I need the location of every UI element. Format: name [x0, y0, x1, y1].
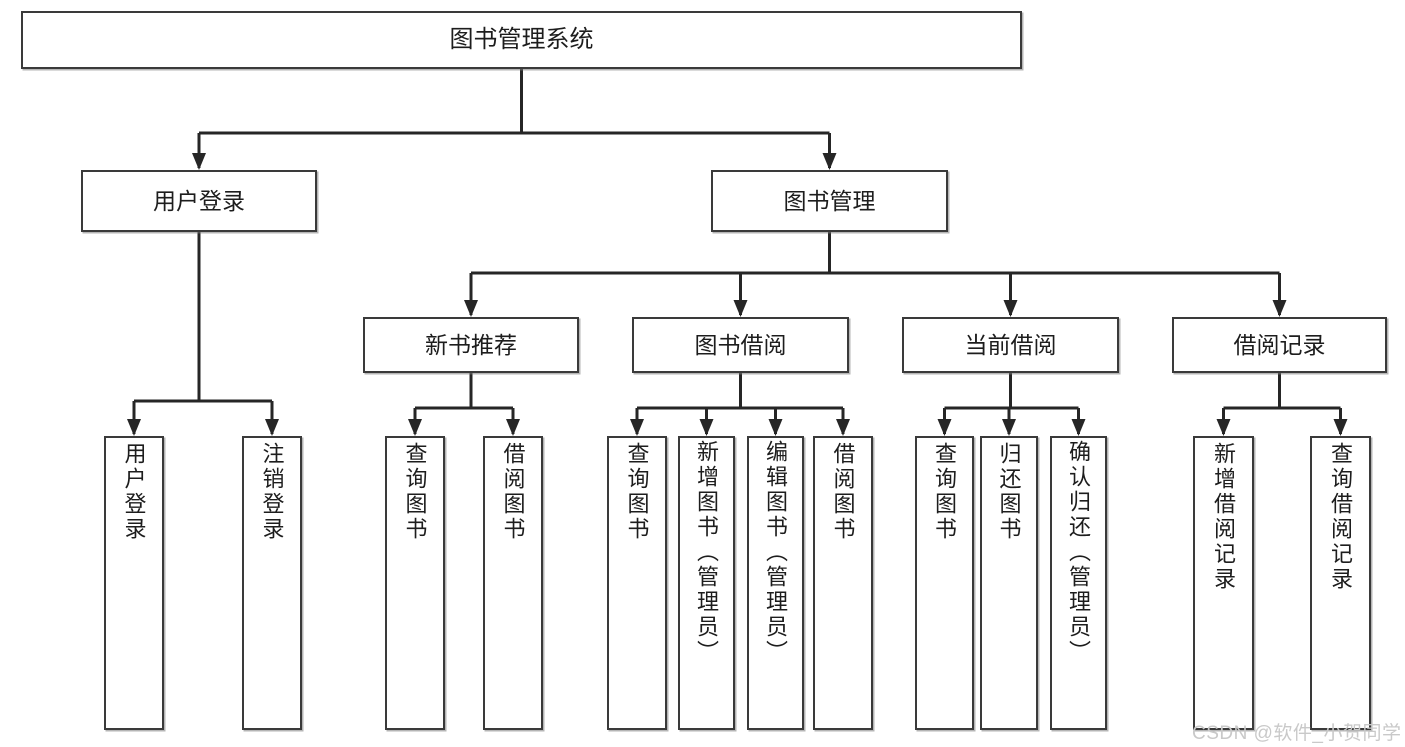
edge-arrow-borrow-record — [1272, 300, 1287, 317]
node-label-leaf-confirm-return: 确认归还（管理员） — [1066, 440, 1092, 665]
node-label-borrow-record: 借阅记录 — [1233, 331, 1326, 358]
edge-arrow-leaf-query-book-3 — [937, 419, 952, 436]
node-leaf-borrow-book-2: 借阅图书 — [813, 436, 873, 730]
node-label-book-borrow: 图书借阅 — [694, 331, 787, 358]
node-label-book-manage: 图书管理 — [783, 187, 876, 214]
node-book-borrow: 图书借阅 — [632, 317, 849, 373]
node-borrow-record: 借阅记录 — [1172, 317, 1387, 373]
node-leaf-query-book-2: 查询图书 — [607, 436, 667, 730]
edge-arrow-leaf-confirm-return — [1071, 419, 1086, 436]
node-book-manage: 图书管理 — [711, 170, 948, 232]
edge-arrow-leaf-borrow-book-1 — [506, 419, 520, 436]
node-leaf-add-borrow-record: 新增借阅记录 — [1193, 436, 1254, 730]
node-label-current-borrow: 当前借阅 — [964, 331, 1057, 358]
node-label-leaf-query-book-1: 查询图书 — [402, 442, 428, 542]
edge-arrow-leaf-add-book — [699, 419, 714, 436]
edge-arrow-leaf-query-borrow-record — [1333, 419, 1348, 436]
watermark-text: CSDN @软件_小贺同学 — [1192, 723, 1402, 744]
node-label-leaf-logout: 注销登录 — [259, 442, 285, 542]
edge-arrow-new-book-recommend — [464, 300, 478, 317]
edge-arrow-current-borrow — [1003, 300, 1018, 317]
node-label-leaf-add-borrow-record: 新增借阅记录 — [1211, 442, 1237, 592]
node-label-user-login: 用户登录 — [153, 187, 245, 214]
edge-arrow-leaf-user-login — [127, 419, 141, 436]
node-leaf-return-book: 归还图书 — [980, 436, 1038, 730]
edge-arrow-leaf-borrow-book-2 — [836, 419, 850, 436]
edge-arrow-user-login — [192, 153, 206, 170]
node-label-leaf-query-book-2: 查询图书 — [624, 442, 650, 542]
node-label-leaf-borrow-book-2: 借阅图书 — [830, 442, 856, 542]
node-label-new-book-recommend: 新书推荐 — [425, 331, 517, 358]
node-label-leaf-user-login: 用户登录 — [121, 442, 147, 542]
node-leaf-query-book-3: 查询图书 — [915, 436, 974, 730]
node-leaf-edit-book: 编辑图书（管理员） — [747, 436, 804, 730]
node-leaf-user-login: 用户登录 — [104, 436, 164, 730]
node-label-leaf-add-book: 新增图书（管理员） — [694, 440, 720, 665]
node-leaf-query-book-1: 查询图书 — [385, 436, 445, 730]
edge-arrow-leaf-logout — [265, 419, 279, 436]
node-label-leaf-query-book-3: 查询图书 — [932, 442, 958, 542]
node-current-borrow: 当前借阅 — [902, 317, 1119, 373]
edge-arrow-leaf-query-book-2 — [630, 419, 644, 436]
node-user-login: 用户登录 — [81, 170, 317, 232]
edge-arrow-leaf-return-book — [1002, 419, 1016, 436]
node-label-leaf-return-book: 归还图书 — [996, 442, 1022, 542]
node-label-leaf-query-borrow-record: 查询借阅记录 — [1328, 442, 1354, 592]
node-leaf-logout: 注销登录 — [242, 436, 302, 730]
edge-arrow-leaf-edit-book — [768, 419, 783, 436]
node-label-leaf-borrow-book-1: 借阅图书 — [500, 442, 526, 542]
node-leaf-confirm-return: 确认归还（管理员） — [1050, 436, 1107, 730]
node-root: 图书管理系统 — [21, 11, 1022, 69]
node-leaf-add-book: 新增图书（管理员） — [678, 436, 735, 730]
node-label-leaf-edit-book: 编辑图书（管理员） — [763, 440, 789, 665]
edge-arrow-book-borrow — [733, 300, 748, 317]
node-leaf-query-borrow-record: 查询借阅记录 — [1310, 436, 1371, 730]
edge-arrow-leaf-query-book-1 — [408, 419, 422, 436]
node-new-book-recommend: 新书推荐 — [363, 317, 579, 373]
node-label-root: 图书管理系统 — [449, 26, 594, 54]
edge-arrow-leaf-add-borrow-record — [1216, 419, 1231, 436]
node-leaf-borrow-book-1: 借阅图书 — [483, 436, 543, 730]
edge-arrow-book-manage — [822, 153, 837, 170]
